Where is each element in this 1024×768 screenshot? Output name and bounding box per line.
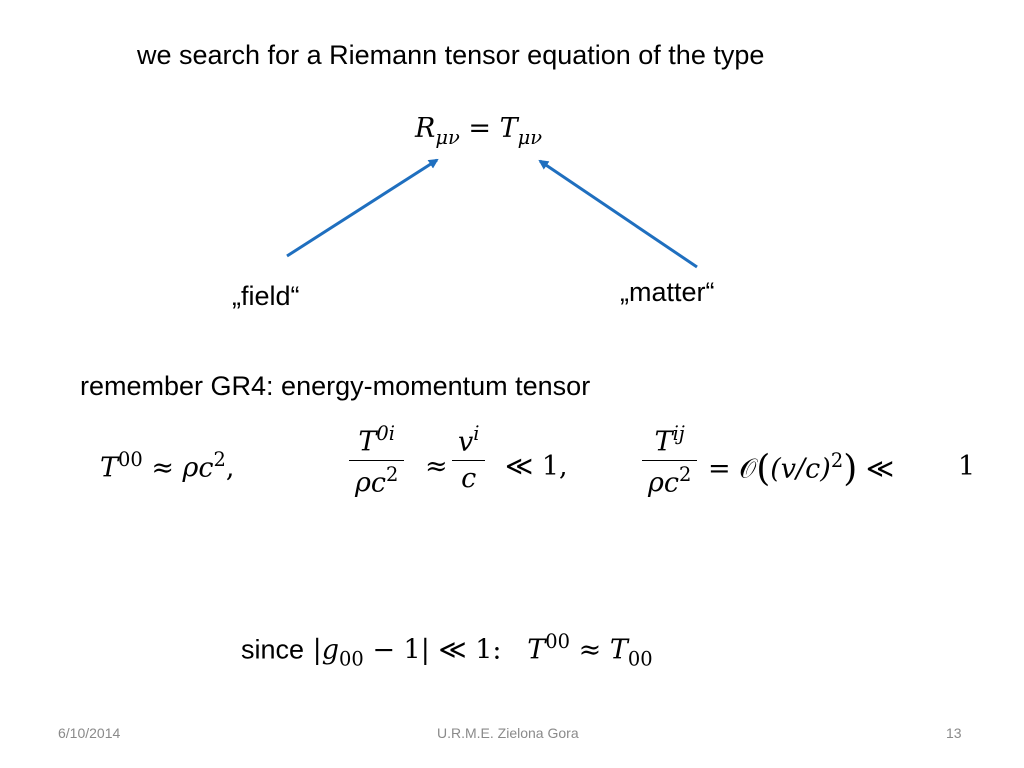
fraction-v-over-c: vi c — [452, 422, 486, 494]
slide-heading: we search for a Riemann tensor equation … — [137, 40, 765, 70]
big-o-symbol: = 𝒪 — [708, 453, 757, 485]
equals-sign: = — [468, 113, 492, 144]
tij-sup: ij — [672, 422, 685, 445]
footer-page-number: 13 — [946, 725, 962, 741]
v-over-c: (v/c) — [770, 453, 831, 485]
approx-sign: ≈ — [425, 451, 448, 482]
v-over-c-sup: 2 — [830, 449, 844, 472]
v-symbol: v — [458, 426, 474, 458]
rho-c-den-sup: 2 — [386, 462, 399, 486]
much-less-one: ≪ 1, — [505, 451, 568, 482]
t00-symbol: T — [100, 452, 119, 484]
ricci-symbol: R — [415, 113, 436, 144]
t-upper-sup: 00 — [545, 630, 571, 653]
much-less-sign: ≪ — [865, 453, 895, 485]
label-field: „field“ — [232, 281, 300, 311]
fraction-t0i: T0i ρc2 — [349, 422, 405, 499]
footer-date: 6/10/2014 — [58, 725, 121, 741]
tensor-symbol: T — [499, 113, 518, 144]
matter-arrow — [538, 159, 698, 269]
paren-open: ( — [756, 448, 771, 490]
rho-c-sup: 2 — [213, 448, 226, 471]
since-line: since |g00 − 1| ≪ 1: T00 ≈ T00 — [241, 632, 653, 669]
t0i-sup: 0i — [376, 422, 395, 445]
label-matter: „matter“ — [620, 277, 715, 307]
v-sup: i — [473, 422, 480, 445]
fraction-tij: Tij ρc2 — [642, 422, 698, 499]
field-arrow — [286, 158, 439, 258]
rho-c-den-2-sup: 2 — [679, 462, 692, 486]
big-o-expression: = 𝒪((v/c)2) ≪ — [708, 451, 894, 488]
comma: , — [225, 452, 235, 484]
rho-c-den-2: ρc — [648, 467, 679, 499]
tij-symbol: T — [654, 426, 673, 458]
footer-center: U.R.M.E. Zielona Gora — [437, 725, 579, 741]
one-value: 1 — [958, 451, 976, 482]
main-equation: Rμν = Tμν — [415, 115, 542, 147]
approx-t-lower: ≈ T — [570, 634, 628, 666]
t00-sup: 00 — [118, 448, 143, 471]
t-lower-sub: 00 — [627, 647, 653, 671]
rho-c-symbol: ≈ ρc — [151, 452, 214, 484]
g00-symbol: |g — [312, 634, 340, 666]
remember-text: remember GR4: energy-momentum tensor — [80, 371, 591, 401]
t-upper: T — [527, 634, 546, 666]
t00-estimate: T00 ≈ ρc2, — [100, 450, 235, 482]
minus-one-ll: − 1| ≪ 1: — [363, 634, 502, 666]
t0i-symbol: T — [358, 426, 377, 458]
rho-c-den: ρc — [355, 467, 386, 499]
g00-sub: 00 — [339, 647, 364, 671]
paren-close: ) — [843, 448, 858, 490]
ricci-indices: μν — [435, 125, 460, 149]
since-word: since — [241, 634, 305, 665]
tensor-indices: μν — [517, 125, 543, 149]
c-symbol: c — [461, 462, 477, 494]
